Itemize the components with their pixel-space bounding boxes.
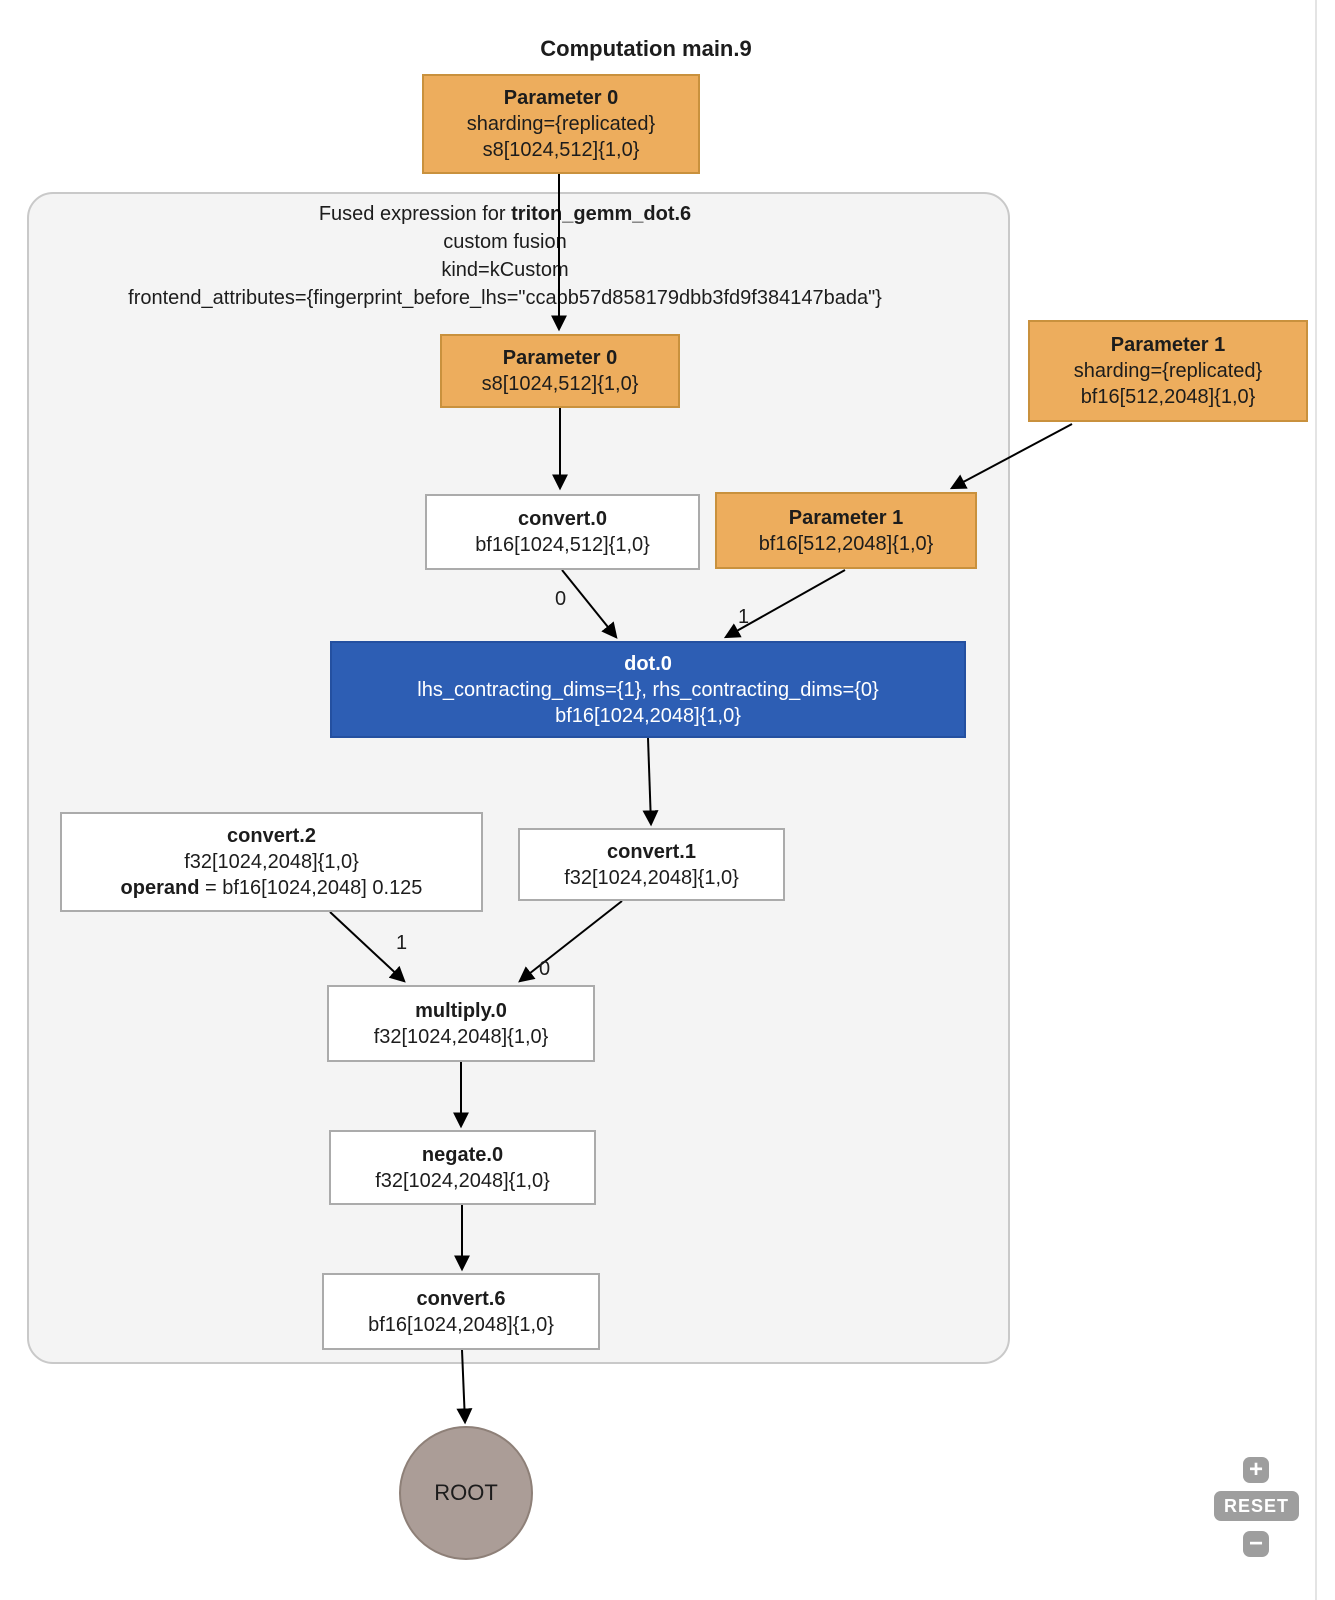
reset-zoom-button[interactable]: RESET [1214, 1491, 1299, 1521]
zoom-out-button[interactable]: − [1243, 1531, 1269, 1557]
node-shape: bf16[1024,2048]{1,0} [368, 1313, 554, 1336]
node-title: Parameter 1 [1110, 334, 1226, 356]
node-parameter1-outer[interactable]: Parameter 1 sharding={replicated} bf16[5… [1028, 320, 1308, 422]
node-title: Parameter 0 [503, 87, 619, 109]
node-title: multiply.0 [415, 999, 507, 1022]
pane-divider [1315, 0, 1317, 1600]
node-parameter0-inner[interactable]: Parameter 0 s8[1024,512]{1,0} [440, 334, 680, 408]
node-convert2[interactable]: convert.2 f32[1024,2048]{1,0} operand = … [60, 812, 483, 912]
edge-label-operand-1: 1 [738, 606, 750, 628]
computation-title: Computation main.9 [540, 36, 752, 61]
node-shape: f32[1024,2048]{1,0} [564, 866, 739, 889]
node-negate0[interactable]: negate.0 f32[1024,2048]{1,0} [329, 1130, 596, 1205]
node-convert0[interactable]: convert.0 bf16[1024,512]{1,0} [425, 494, 700, 570]
node-dot0[interactable]: dot.0 lhs_contracting_dims={1}, rhs_cont… [330, 641, 966, 738]
node-shape: f32[1024,2048]{1,0} [375, 1169, 550, 1192]
node-title: convert.0 [518, 508, 607, 530]
node-title: negate.0 [421, 1143, 504, 1166]
node-shape: f32[1024,2048]{1,0} [373, 1025, 549, 1048]
node-convert1[interactable]: convert.1 f32[1024,2048]{1,0} [518, 828, 785, 901]
node-title: dot.0 [624, 652, 672, 675]
zoom-in-button[interactable]: + [1243, 1457, 1269, 1483]
node-shape: bf16[512,2048]{1,0} [758, 532, 934, 555]
node-shape: f32[1024,2048]{1,0} [184, 851, 359, 873]
fusion-frontend-attributes-line: frontend_attributes={fingerprint_before_… [128, 287, 882, 309]
edge-label-operand-0: 0 [555, 588, 567, 610]
node-title: Parameter 1 [788, 506, 904, 529]
fusion-title-line: Fused expression for triton_gemm_dot.6 [318, 203, 692, 225]
node-shape: s8[1024,512]{1,0} [482, 139, 640, 161]
edge-label-operand-1b: 1 [396, 932, 408, 954]
node-attributes: lhs_contracting_dims={1}, rhs_contractin… [417, 678, 879, 701]
node-convert6[interactable]: convert.6 bf16[1024,2048]{1,0} [322, 1273, 600, 1350]
node-title: convert.2 [227, 825, 316, 847]
node-operand: operand = bf16[1024,2048] 0.125 [120, 877, 423, 899]
node-shape: bf16[1024,512]{1,0} [475, 534, 650, 556]
node-shape: bf16[1024,2048]{1,0} [555, 704, 741, 727]
node-title: Parameter 0 [502, 347, 618, 369]
node-sharding: sharding={replicated} [1073, 360, 1263, 382]
node-multiply0[interactable]: multiply.0 f32[1024,2048]{1,0} [327, 985, 595, 1062]
fusion-kcustom-line: kind=kCustom [441, 259, 569, 281]
node-shape: bf16[512,2048]{1,0} [1080, 386, 1256, 408]
edge-label-operand-0b: 0 [539, 958, 551, 980]
node-title: convert.1 [607, 840, 696, 863]
node-shape: s8[1024,512]{1,0} [481, 373, 639, 395]
fusion-cluster-label: Fused expression for triton_gemm_dot.6 c… [30, 200, 980, 312]
node-title: convert.6 [416, 1287, 506, 1310]
root-label: ROOT [434, 1480, 498, 1505]
node-parameter1-inner[interactable]: Parameter 1 bf16[512,2048]{1,0} [715, 492, 977, 569]
node-parameter0-outer[interactable]: Parameter 0 sharding={replicated} s8[102… [422, 74, 700, 174]
node-root[interactable]: ROOT [399, 1426, 533, 1560]
fusion-kind-line: custom fusion [443, 231, 567, 253]
node-sharding: sharding={replicated} [466, 113, 656, 135]
